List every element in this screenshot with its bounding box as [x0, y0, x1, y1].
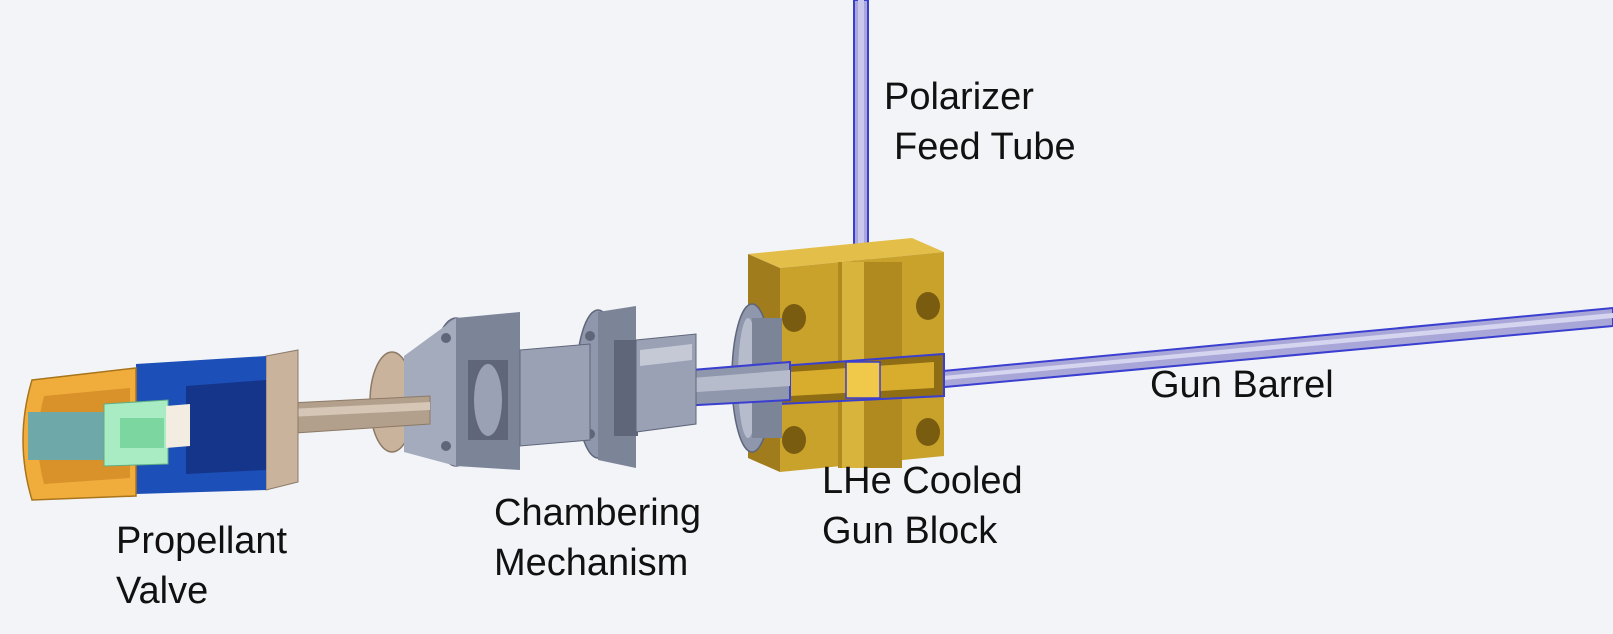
propellant-valve — [22, 349, 299, 501]
polarizer-feed-tube-label: Polarizer Feed Tube — [884, 72, 1076, 172]
lhe-cooled-gun-block-label-line-1: LHe Cooled — [822, 460, 1023, 502]
chambering-mechanism-label: Chambering Mechanism — [494, 488, 701, 588]
lhe-cooled-gun-block-label-line-2: Gun Block — [822, 510, 998, 552]
lhe-cooled-gun-block-label: LHe Cooled Gun Block — [822, 456, 1023, 556]
gun-barrel-label: Gun Barrel — [1150, 360, 1334, 410]
gun-barrel-label-line-1: Gun Barrel — [1150, 364, 1334, 406]
polarizer-feed-tube-label-line-1: Polarizer — [884, 76, 1034, 118]
propellant-valve-label-line-2: Valve — [116, 570, 209, 612]
chambering-flange-left — [369, 312, 591, 470]
polarizer-feed-tube-label-line-2: Feed Tube — [894, 126, 1076, 168]
propellant-valve-label-line-1: Propellant — [116, 520, 288, 562]
chambering-flange-right — [575, 306, 697, 468]
chambering-mechanism-label-line-1: Chambering — [494, 492, 701, 534]
lhe-cooled-gun-block — [748, 238, 945, 472]
propellant-valve-label: Propellant Valve — [116, 516, 287, 616]
chambering-mechanism-label-line-2: Mechanism — [494, 542, 689, 584]
